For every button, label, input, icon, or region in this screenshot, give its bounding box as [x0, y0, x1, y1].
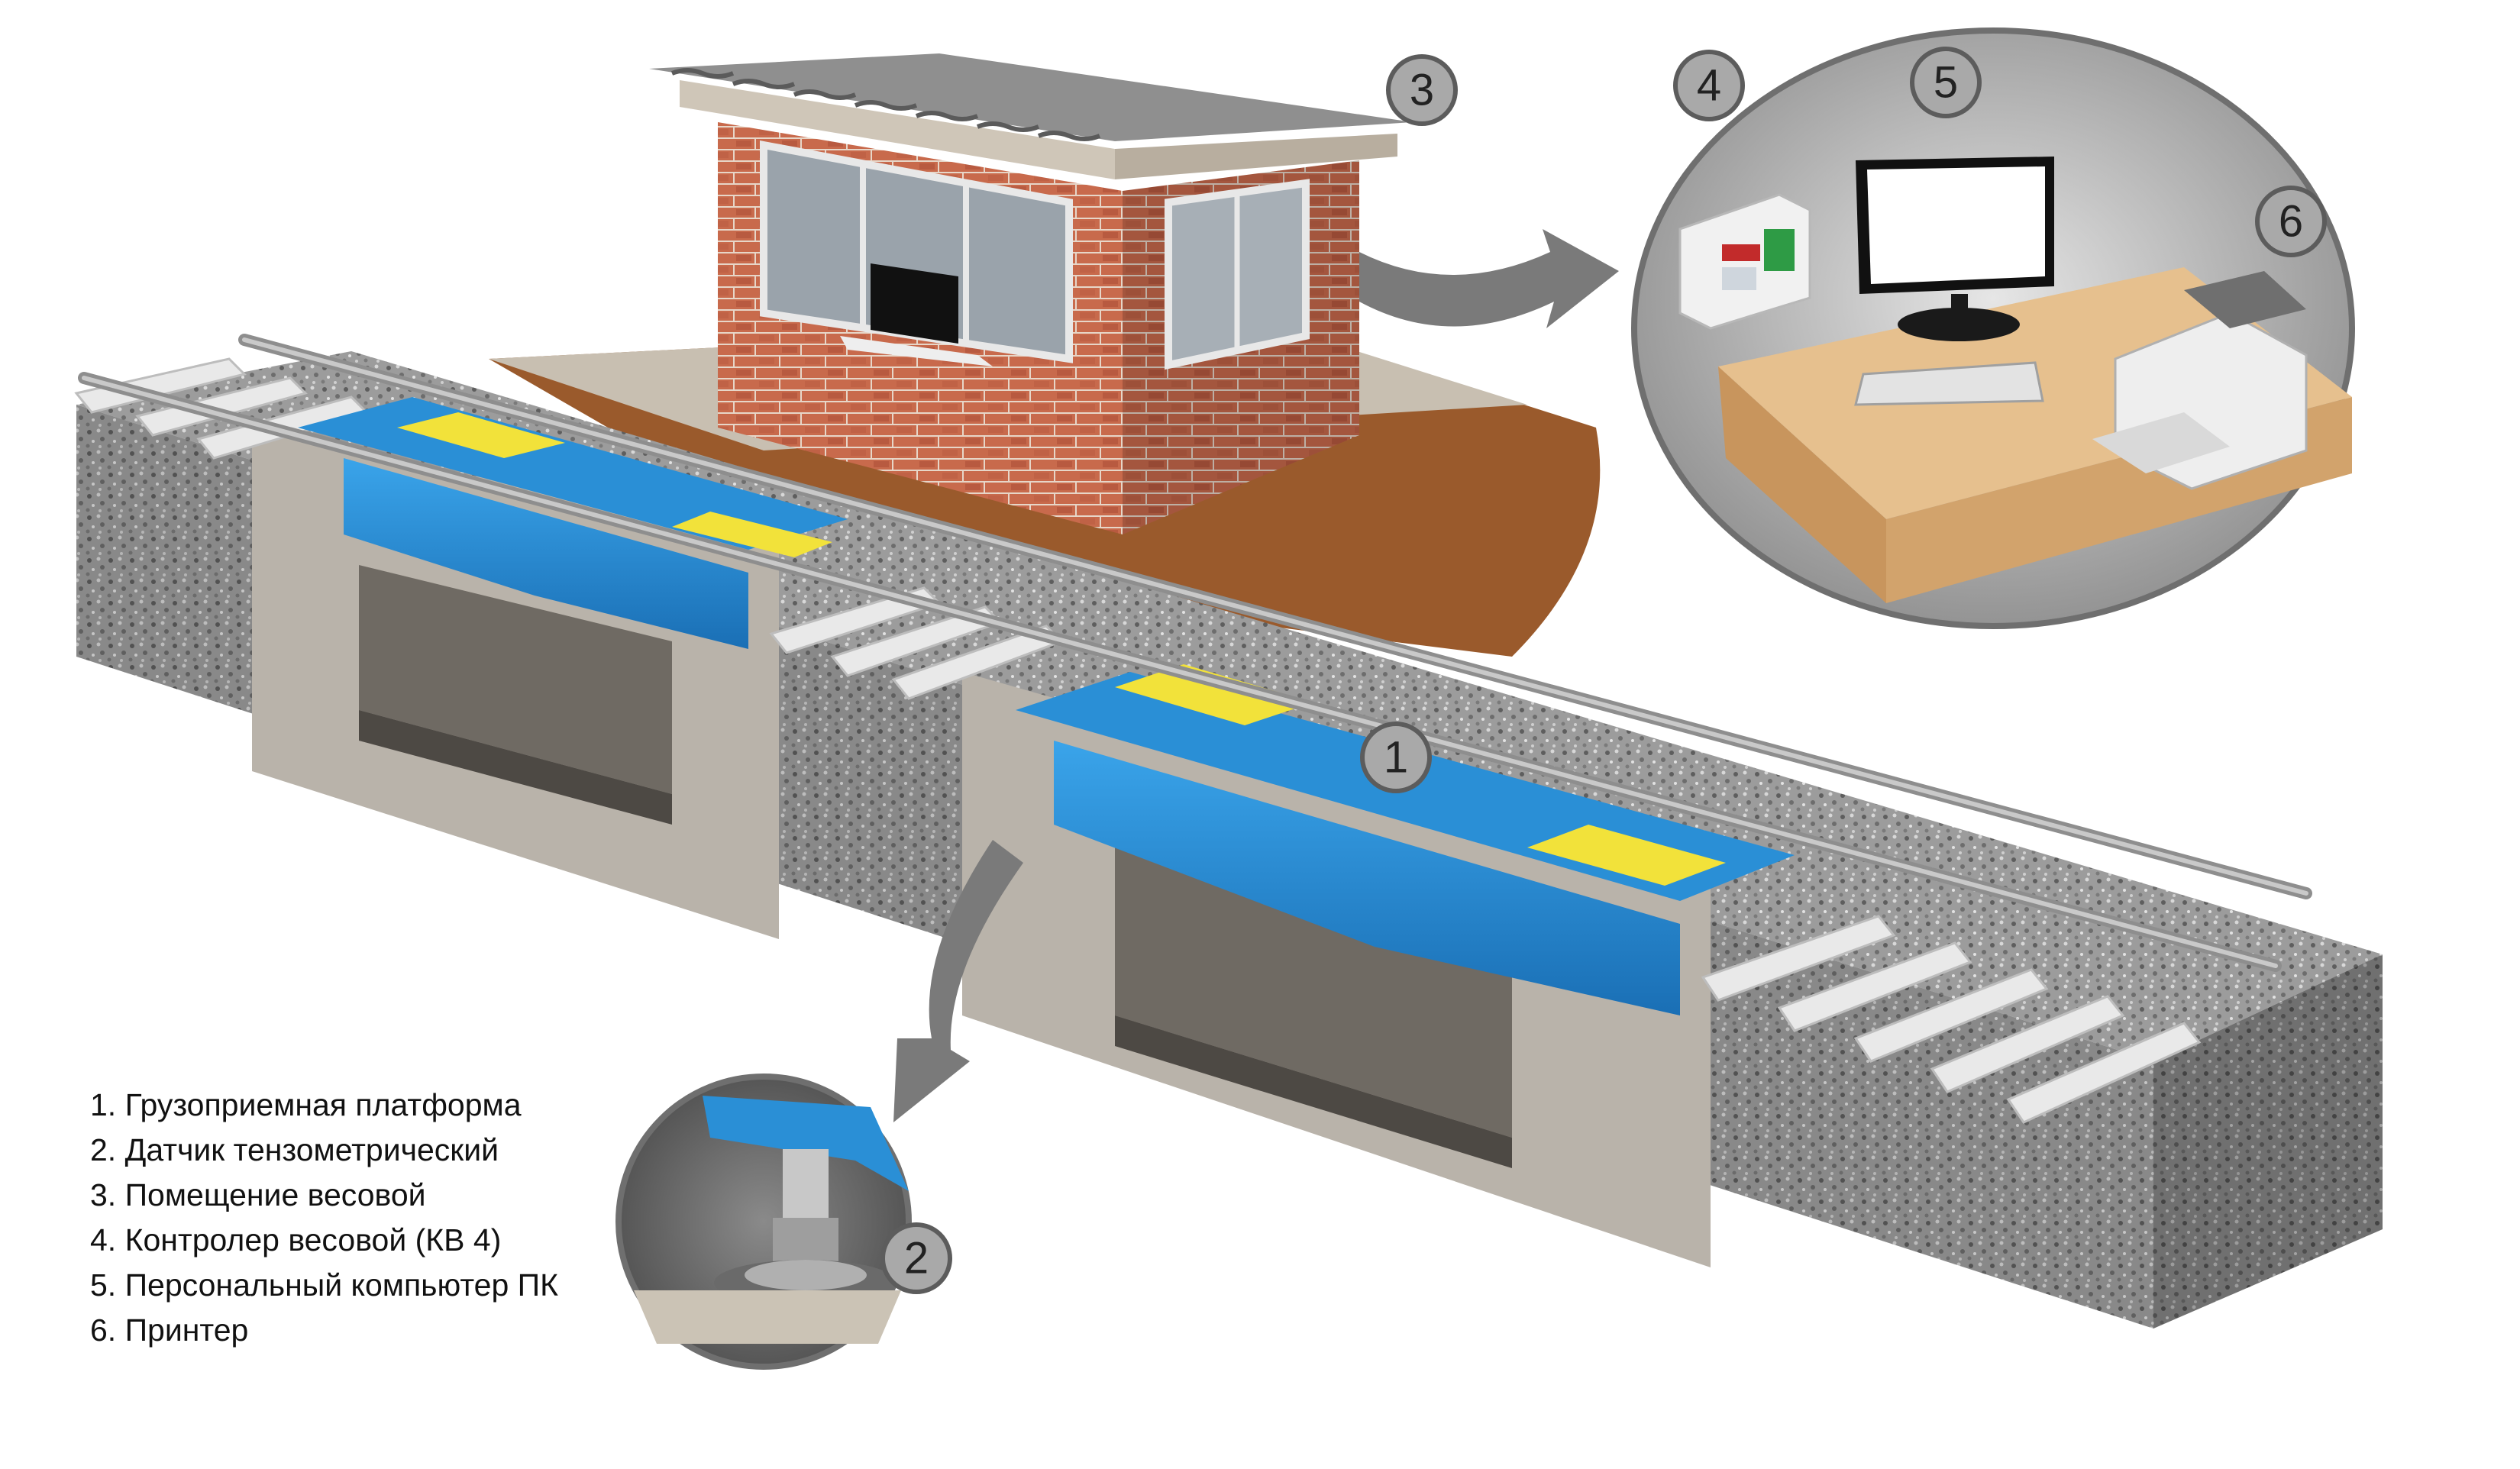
svg-text:4: 4: [1697, 61, 1721, 111]
legend-item-computer: 5. Персональный компьютер ПК: [90, 1267, 559, 1303]
weighing-room-building: [649, 53, 1413, 534]
callout-weighing-room: 3: [1386, 54, 1458, 126]
arrow-to-sensor-icon: [893, 840, 1023, 1122]
svg-text:1: 1: [1384, 733, 1408, 783]
legend: 1. Грузоприемная платформа 2. Датчик тен…: [90, 1083, 558, 1353]
callout-printer: 6: [2255, 186, 2327, 257]
callout-computer: 5: [1910, 47, 1982, 118]
personal-computer-monitor: [1856, 157, 2054, 341]
arrow-to-room-icon: [1359, 229, 1619, 328]
svg-text:6: 6: [2279, 197, 2303, 247]
keyboard: [1854, 361, 2044, 406]
operator-room-inset: [1631, 27, 2355, 629]
weighing-platform-left: [298, 397, 848, 649]
legend-item-load-cell: 2. Датчик тензометрический: [90, 1132, 499, 1167]
legend-item-controller: 4. Контролер весовой (КВ 4): [90, 1222, 502, 1258]
legend-item-printer: 6. Принтер: [90, 1312, 249, 1348]
svg-text:5: 5: [1934, 58, 1958, 108]
callout-load-cell: 2: [880, 1222, 952, 1294]
callout-controller: 4: [1673, 50, 1745, 121]
callout-platform: 1: [1360, 722, 1432, 793]
printer-device: [2092, 271, 2308, 490]
rails: [78, 334, 2312, 972]
weighing-controller-device: [1678, 193, 1811, 330]
load-cell-inset: [615, 1074, 912, 1370]
svg-text:2: 2: [904, 1234, 929, 1283]
legend-item-weighing-room: 3. Помещение весовой: [90, 1177, 426, 1212]
svg-text:3: 3: [1410, 66, 1434, 115]
legend-item-platform: 1. Грузоприемная платформа: [90, 1087, 522, 1122]
